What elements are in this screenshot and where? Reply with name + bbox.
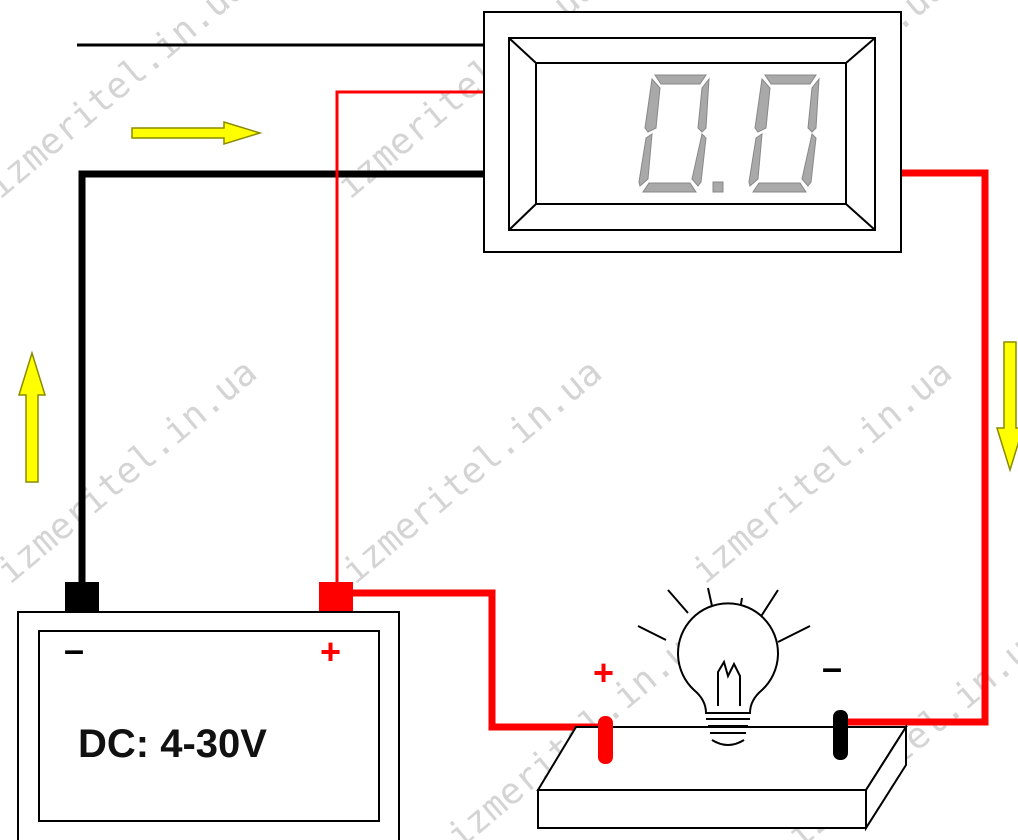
watermark-text: izmeritel.in.ua <box>684 352 959 592</box>
display-digit <box>638 74 710 193</box>
supply-plus-terminal <box>319 582 353 612</box>
voltmeter-screen <box>535 62 847 205</box>
bezel-corner <box>508 203 537 231</box>
positive-wire-to-lamp <box>350 589 605 731</box>
supply-voltage-label: DC: 4-30V <box>78 722 267 766</box>
lamp-base-side <box>865 723 907 832</box>
current-arrow-up-icon <box>17 350 47 483</box>
display-decimal-point <box>712 181 724 193</box>
supply-minus-terminal <box>65 582 99 612</box>
bezel-corner <box>845 37 876 64</box>
current-arrow-down-icon <box>995 341 1018 473</box>
lamp-base-top <box>536 726 908 791</box>
power-supply: – + DC: 4-30V <box>17 582 400 840</box>
return-wire-from-meter <box>845 169 989 726</box>
bezel-corner <box>845 203 876 231</box>
lamp-plus-sign: + <box>593 652 614 693</box>
negative-wire <box>78 170 486 588</box>
thin-red-lead <box>335 90 486 588</box>
lamp-minus-terminal <box>833 710 848 760</box>
watermark-text: izmeritel.in.ua <box>334 352 609 592</box>
supply-panel <box>38 630 380 822</box>
lamp-base-front <box>537 789 867 829</box>
lamp-base <box>536 723 908 832</box>
lamp-plus-terminal <box>598 716 613 764</box>
light-bulb-icon <box>637 587 811 746</box>
lamp-minus-sign: – <box>822 647 842 688</box>
supply-minus-sign: – <box>64 629 84 670</box>
current-arrow-right-icon <box>131 120 263 146</box>
bezel-corner <box>508 37 537 64</box>
voltmeter <box>483 11 902 253</box>
supply-plus-sign: + <box>320 631 341 672</box>
display-digit <box>748 74 820 193</box>
